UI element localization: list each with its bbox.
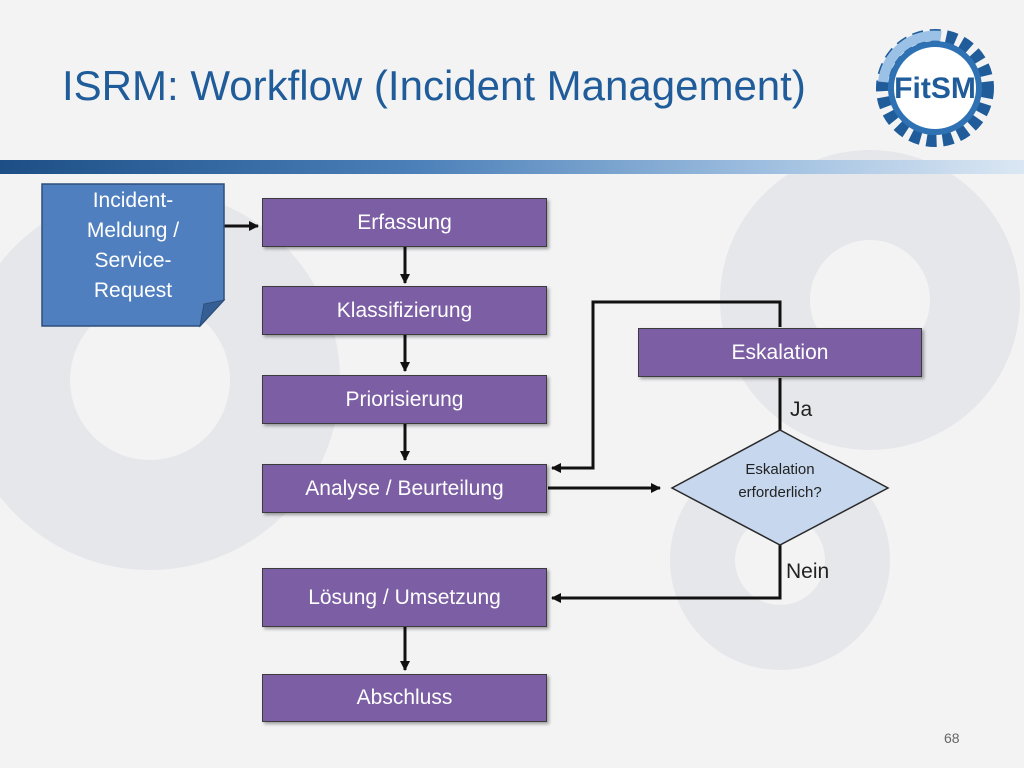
step-analyse: Analyse / Beurteilung <box>262 464 547 513</box>
input-note: Incident- Meldung / Service- Request <box>44 186 222 306</box>
logo-text: FitSM <box>894 72 976 105</box>
step-loesung: Lösung / Umsetzung <box>262 568 547 627</box>
note-fold <box>199 299 226 328</box>
label-yes: Ja <box>790 398 813 421</box>
arrow-eskalation-to-analyse <box>551 300 782 473</box>
label-no: Nein <box>786 560 830 583</box>
decision-line: Eskalation <box>745 461 815 478</box>
arrow-decision-to-loesung <box>551 545 782 603</box>
input-note-line: Service- <box>94 249 172 272</box>
fitsm-logo: FitSM <box>872 28 998 153</box>
step-klassifizierung: Klassifizierung <box>262 286 547 335</box>
input-note-line: Incident- <box>92 189 174 212</box>
decision-diamond <box>670 429 890 546</box>
header-band <box>0 160 1024 174</box>
step-erfassung: Erfassung <box>262 198 547 247</box>
step-eskalation: Eskalation <box>638 328 922 377</box>
input-note-line: Meldung / <box>86 219 180 242</box>
page-number: 68 <box>944 730 960 746</box>
input-note-line: Request <box>93 279 173 302</box>
step-abschluss: Abschluss <box>262 674 547 722</box>
decision-line: erforderlich? <box>738 484 822 501</box>
slide-title: ISRM: Workflow (Incident Management) <box>62 62 806 109</box>
step-priorisierung: Priorisierung <box>262 375 547 424</box>
decision-label: Eskalation erforderlich? <box>700 458 860 504</box>
